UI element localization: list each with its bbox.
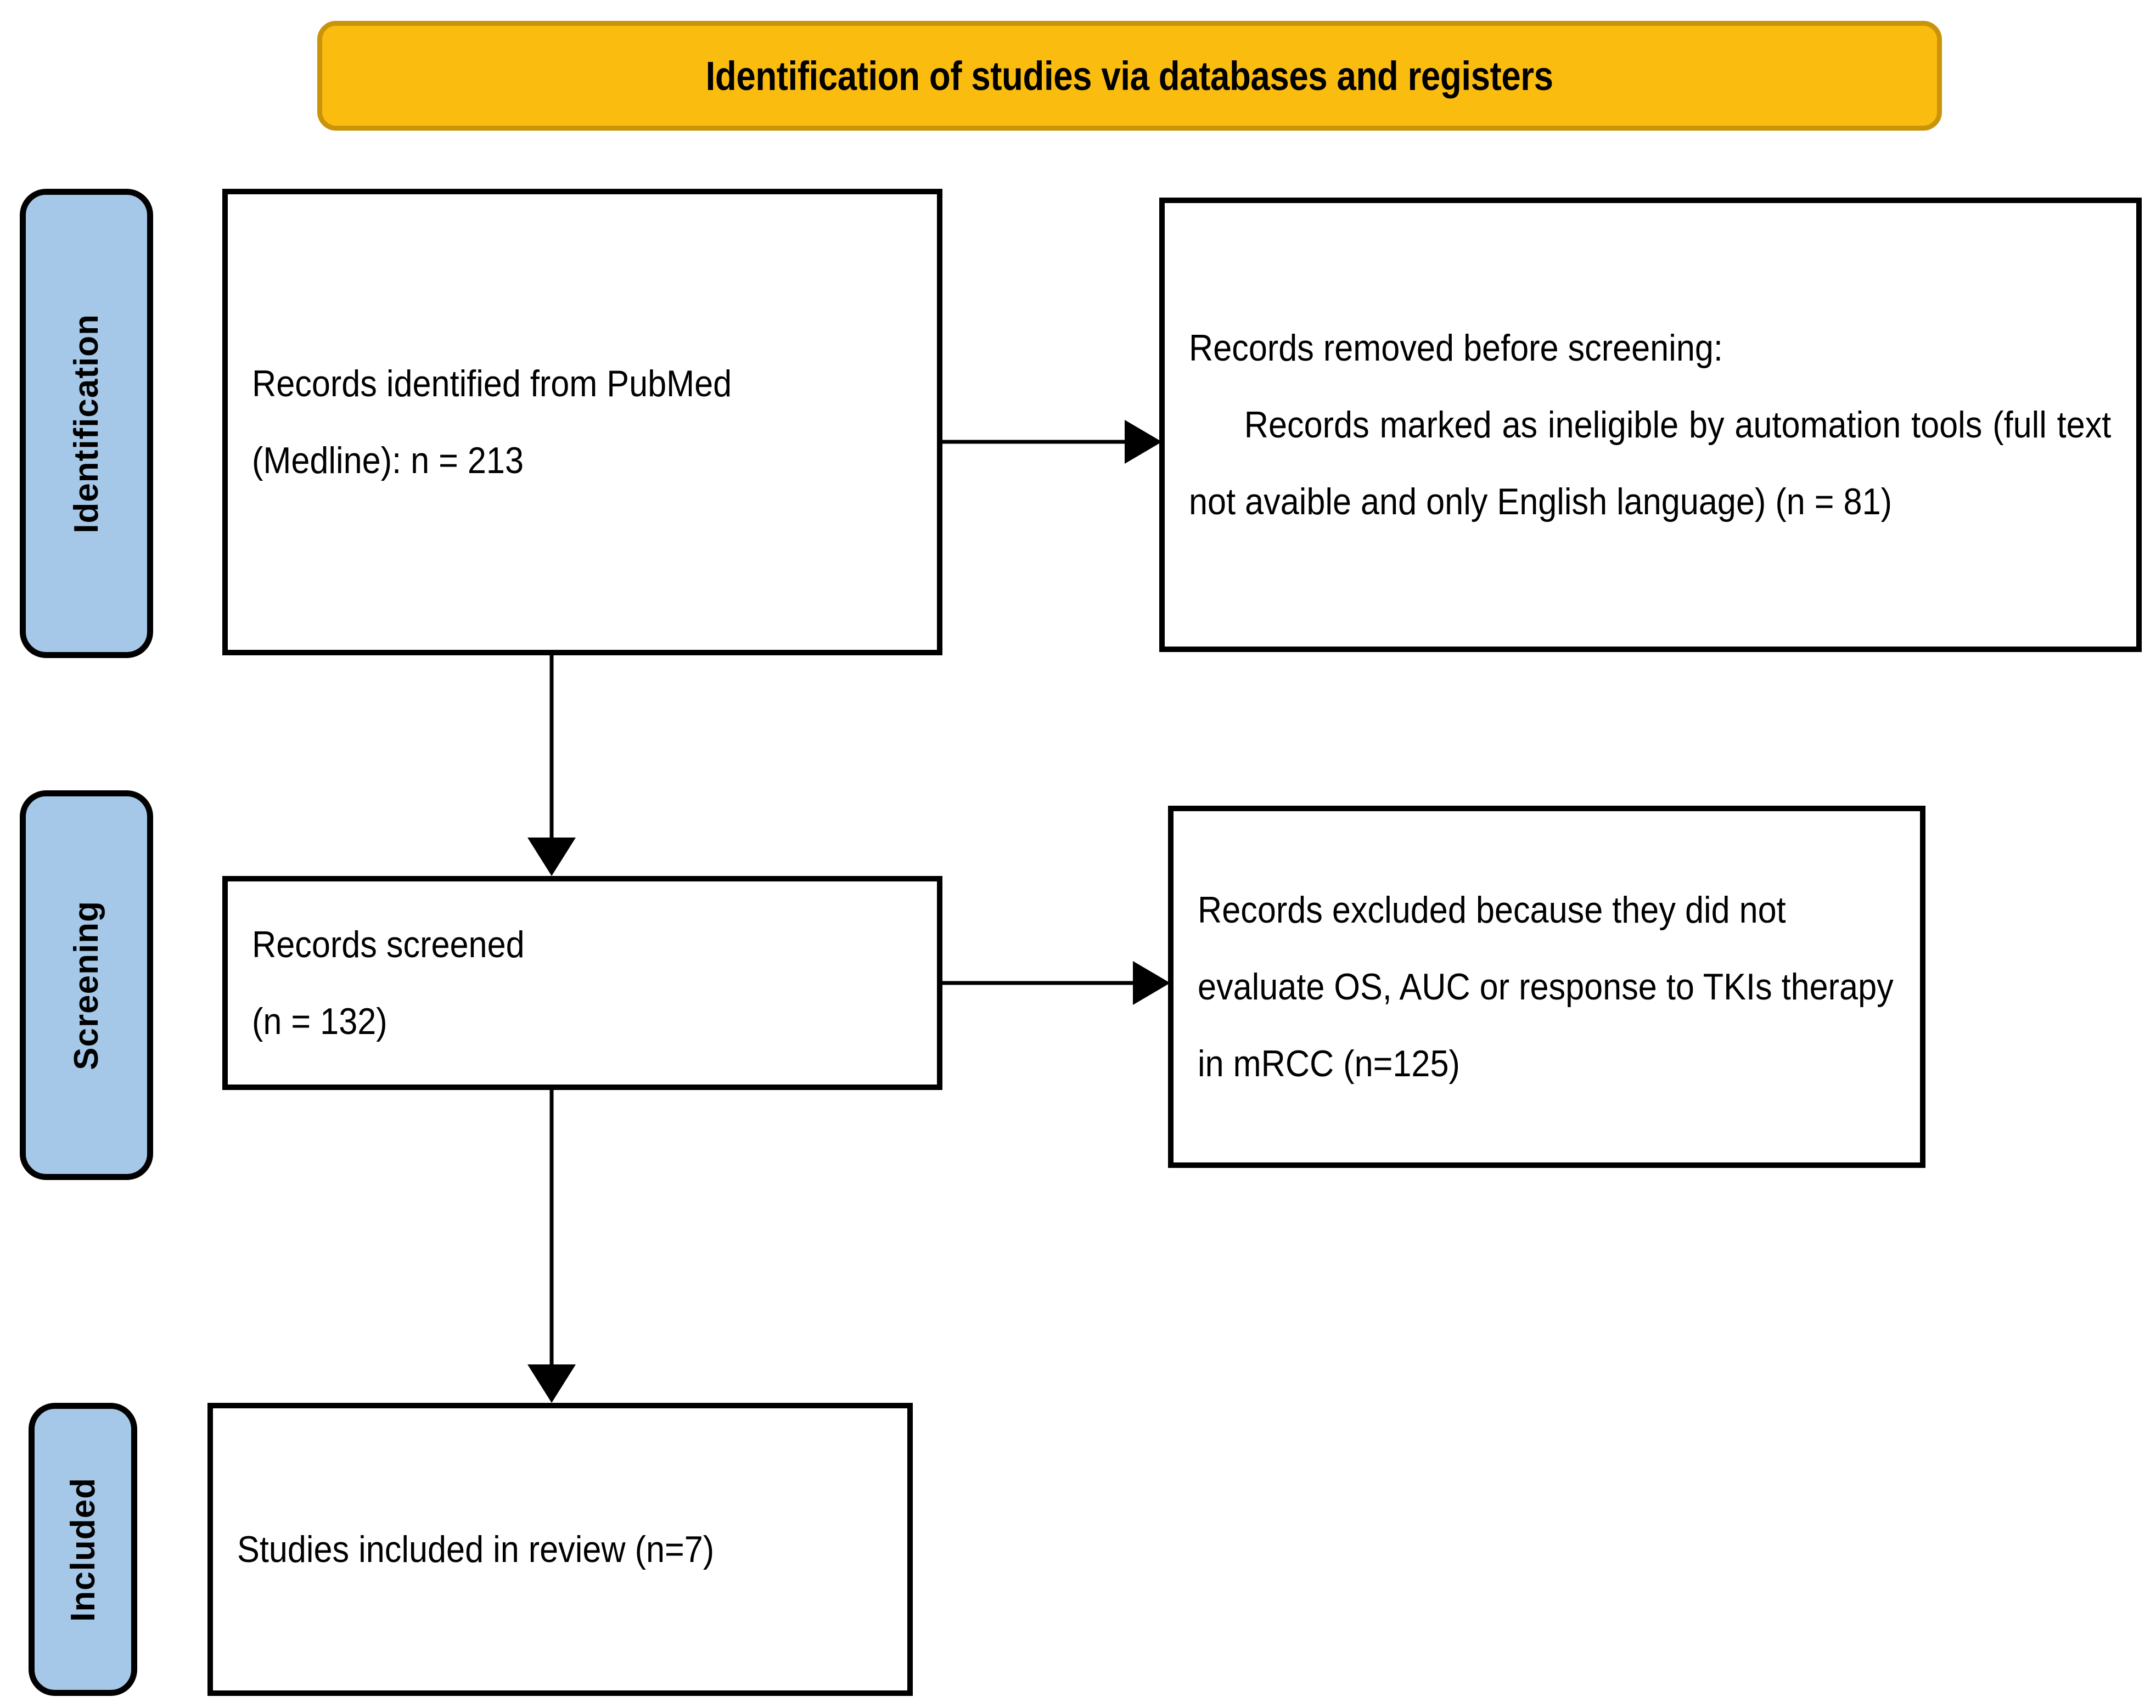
arrow-identified-to-removed bbox=[942, 417, 1162, 467]
box-records-excluded: Records excluded because they did not ev… bbox=[1168, 806, 1925, 1168]
box-records-identified-line1: Records identified from PubMed bbox=[252, 363, 732, 404]
stage-tab-included: Included bbox=[29, 1403, 137, 1696]
box-records-identified-line2: (Medline): n = 213 bbox=[252, 440, 524, 481]
box-studies-included: Studies included in review (n=7) bbox=[207, 1403, 913, 1696]
box-studies-included-line1: Studies included in review (n=7) bbox=[237, 1529, 715, 1570]
arrow-stem bbox=[549, 655, 554, 838]
arrow-stem bbox=[549, 1090, 554, 1364]
arrow-head-right-icon bbox=[1125, 420, 1162, 464]
stage-tab-identification-label: Identification bbox=[68, 313, 105, 533]
arrow-head-down-icon bbox=[527, 838, 576, 876]
arrow-screened-to-included bbox=[527, 1090, 576, 1403]
arrow-stem bbox=[942, 440, 1125, 444]
stage-tab-included-label: Included bbox=[64, 1477, 102, 1622]
box-records-identified: Records identified from PubMed (Medline)… bbox=[222, 189, 942, 655]
box-records-screened-line2: (n = 132) bbox=[252, 1001, 388, 1042]
stage-tab-screening: Screening bbox=[20, 790, 153, 1180]
diagram-header-banner: Identification of studies via databases … bbox=[317, 21, 1942, 131]
box-records-screened: Records screened (n = 132) bbox=[222, 876, 942, 1090]
arrow-stem bbox=[942, 981, 1133, 985]
box-records-screened-line1: Records screened bbox=[252, 924, 525, 965]
stage-tab-identification: Identification bbox=[20, 189, 153, 658]
box-records-removed: Records removed before screening: Record… bbox=[1159, 198, 2142, 652]
banner-title: Identification of studies via databases … bbox=[706, 53, 1553, 99]
stage-tab-screening-label: Screening bbox=[68, 900, 105, 1070]
arrow-head-down-icon bbox=[527, 1364, 576, 1403]
box-records-removed-line2: Records marked as ineligible by automati… bbox=[1189, 404, 2112, 522]
arrow-screened-to-excluded bbox=[942, 958, 1170, 1008]
box-records-excluded-line1: Records excluded because they did not ev… bbox=[1198, 889, 1894, 1085]
box-records-removed-line1: Records removed before screening: bbox=[1189, 327, 1723, 369]
arrow-head-right-icon bbox=[1133, 961, 1170, 1005]
arrow-identified-to-screened bbox=[527, 655, 576, 876]
